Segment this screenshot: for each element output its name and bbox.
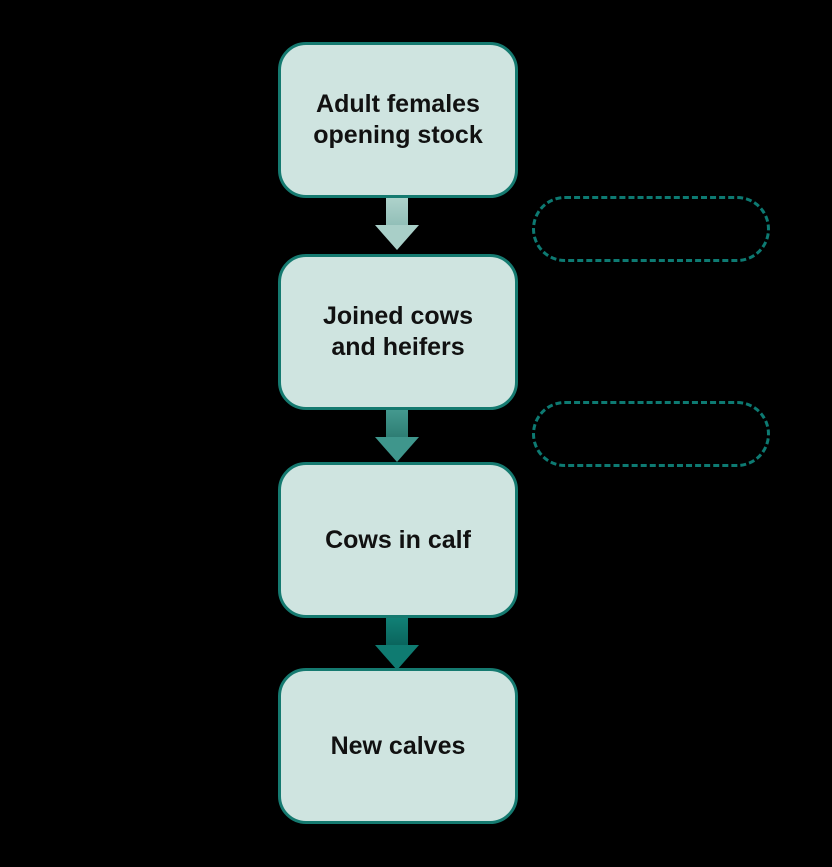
down-arrow-1: [375, 198, 419, 250]
arrow-stem: [386, 410, 408, 437]
flow-box-cows-in-calf: Cows in calf: [278, 462, 518, 618]
flow-box-label-line: New calves: [330, 731, 466, 760]
flow-box-adult-females-opening-stock: Adult females opening stock: [278, 42, 518, 198]
arrow-stem: [386, 198, 408, 225]
arrow-stem: [386, 618, 408, 645]
flow-box-joined-cows-and-heifers: Joined cows and heifers: [278, 254, 518, 410]
side-note-slot-2: [532, 401, 770, 467]
arrow-head-down-icon: [375, 437, 419, 462]
flow-box-label-line: Joined cows: [322, 302, 474, 330]
arrow-head-down-icon: [375, 225, 419, 250]
down-arrow-3: [375, 618, 419, 670]
flow-box-label-line: opening stock: [313, 121, 483, 149]
flow-box-new-calves: New calves: [278, 668, 518, 824]
arrow-head-down-icon: [375, 645, 419, 670]
flow-box-label-line: Adult females: [316, 90, 480, 118]
flow-box-label-line: Cows in calf: [325, 525, 471, 554]
side-note-slot-1: [532, 196, 770, 262]
down-arrow-2: [375, 410, 419, 462]
flow-box-label-line: and heifers: [331, 333, 465, 361]
